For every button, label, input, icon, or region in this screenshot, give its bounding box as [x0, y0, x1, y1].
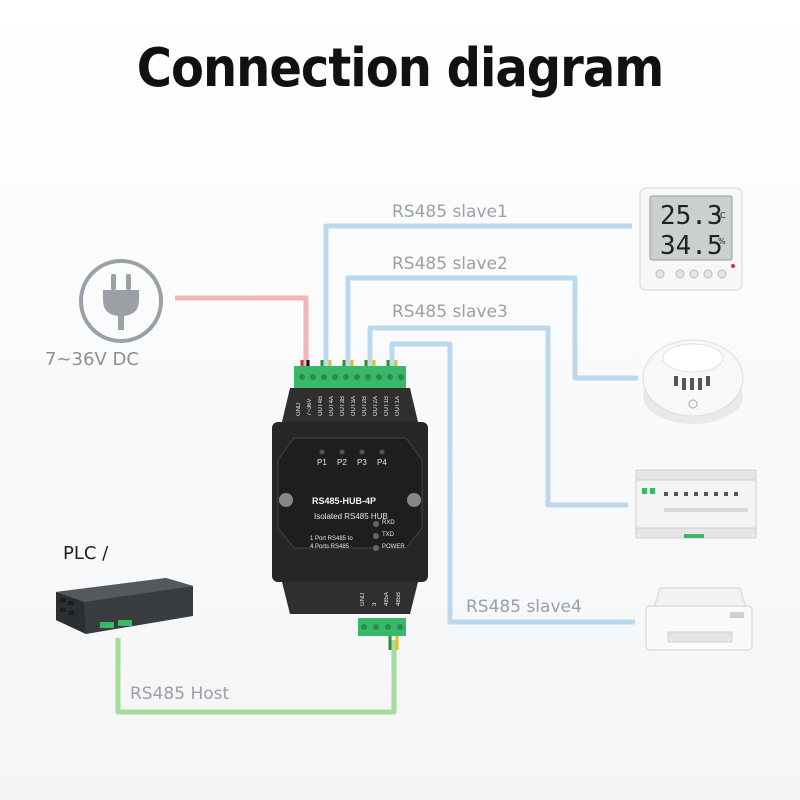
- slave2-label: RS485 slave2: [392, 254, 508, 274]
- led-label-power: POWER: [382, 544, 405, 550]
- port-label-p3: P3: [357, 458, 367, 467]
- thermo-reading-bottom: 34.5: [660, 231, 723, 261]
- slave2-wire: [345, 275, 638, 381]
- slave3-label: RS485 slave3: [392, 302, 508, 322]
- terminal-label: OUT2A: [373, 396, 379, 417]
- bottom-terminal-labels: GND 3 485A 485B: [360, 592, 405, 606]
- thermo-unit-bottom: %: [718, 237, 726, 246]
- hub-subtitle: Isolated RS485 HUB: [314, 512, 388, 521]
- slave3-wire: [367, 325, 628, 508]
- terminal-label: 485B: [396, 592, 402, 607]
- slave1-wire: [323, 223, 632, 372]
- port-label-p4: P4: [377, 458, 387, 467]
- rs485-hub-device: GND 7~36V OUT4B OUT4A OUT3B OUT3A OUT2B …: [272, 352, 428, 642]
- thermo-reading-top: 25.3: [660, 201, 723, 231]
- power-plug-icon: [79, 259, 163, 343]
- hub-model: RS485-HUB-4P: [312, 496, 377, 506]
- port-label-p2: P2: [337, 458, 347, 467]
- hub-desc-line2: 4 Ports RS485: [310, 544, 350, 550]
- led-label-txd: TXD: [382, 532, 394, 538]
- terminal-label: GND: [296, 402, 302, 417]
- hub-body: [272, 366, 428, 636]
- slave4-label: RS485 slave4: [466, 597, 582, 617]
- smoke-detector-icon: [642, 339, 744, 424]
- terminal-label: 485A: [384, 592, 390, 607]
- plc-label: PLC /: [63, 543, 109, 564]
- power-label: 7~36V DC: [45, 349, 139, 370]
- terminal-label: OUT1B: [384, 396, 390, 417]
- led-label-rxd: RXD: [382, 520, 395, 526]
- host-label: RS485 Host: [130, 684, 230, 704]
- hub-desc-line1: 1 Port RS485 to: [310, 536, 353, 542]
- slave4-wire: [389, 341, 635, 625]
- terminal-label: 7~36V: [307, 398, 313, 417]
- slave1-label: RS485 slave1: [392, 202, 508, 222]
- power-wire: [175, 295, 309, 370]
- terminal-label: GND: [360, 592, 366, 607]
- terminal-label: OUT3A: [351, 396, 357, 417]
- host-wire: [115, 638, 397, 715]
- printer-icon: [645, 587, 753, 651]
- terminal-label: 3: [372, 602, 378, 607]
- thermo-unit-top: °C: [716, 211, 726, 220]
- thermo-hygrometer-icon: 25.3 34.5 °C %: [639, 187, 743, 291]
- terminal-label: OUT1A: [395, 396, 401, 417]
- terminal-label: OUT4B: [318, 396, 324, 417]
- terminal-label: OUT2B: [362, 396, 368, 417]
- din-relay-module-icon: [635, 469, 757, 539]
- top-terminal-labels: GND 7~36V OUT4B OUT4A OUT3B OUT3A OUT2B …: [296, 396, 404, 416]
- port-label-p1: P1: [317, 458, 327, 467]
- terminal-label: OUT3B: [340, 396, 346, 417]
- terminal-label: OUT4A: [329, 396, 335, 417]
- bottom-wire-stubs: [388, 636, 399, 650]
- plc-device-icon: [56, 578, 193, 634]
- page-title: Connection diagram: [136, 36, 664, 100]
